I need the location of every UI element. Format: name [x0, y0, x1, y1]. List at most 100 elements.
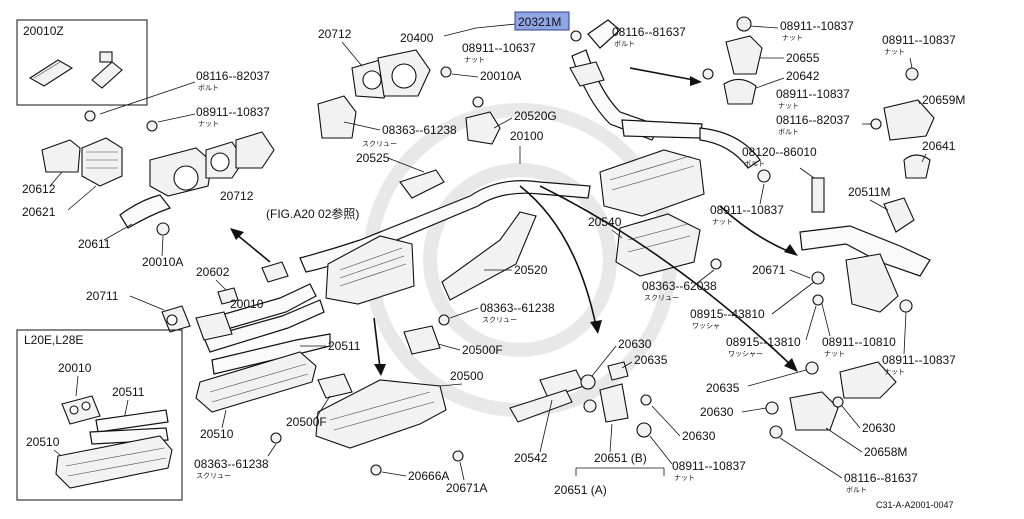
lower-mount-group	[509, 361, 652, 438]
label-20542: 20542	[514, 451, 548, 465]
sub-08120-86010: ボルト	[744, 160, 765, 168]
clamp-20010a	[569, 61, 605, 87]
label-20666a: 20666A	[408, 469, 449, 483]
label-08911-10837-d: 08911--10837	[776, 87, 850, 101]
clamp-20511m	[883, 197, 915, 233]
inset-label-20511: 20511	[112, 385, 145, 399]
screw-08363-c	[270, 432, 282, 444]
label-20520: 20520	[514, 263, 548, 277]
clamp-20651	[599, 383, 629, 423]
label-20651b: 20651 (B)	[594, 451, 647, 465]
label-20100: 20100	[510, 129, 544, 143]
bolt-08116	[84, 110, 96, 122]
shield-20525	[399, 169, 445, 199]
inset-shield	[55, 435, 173, 489]
sub-08911-10810: ナット	[824, 350, 845, 358]
nut-08911-e	[757, 169, 771, 183]
clamp-20602	[217, 287, 239, 305]
label-20655: 20655	[786, 51, 820, 65]
label-20612: 20612	[22, 182, 56, 196]
label-08911-10810: 08911--10810	[822, 335, 896, 349]
washer-20630-c	[765, 401, 779, 415]
sub-08363-61238-b: スクリュー	[482, 316, 517, 324]
sub-08363-62038: スクリュー	[644, 294, 679, 302]
bracket-20520g	[465, 111, 501, 145]
washer-08915-43810	[811, 271, 825, 285]
label-08116-81637-a: 08116--81637	[612, 25, 686, 39]
assembly-arrows	[230, 67, 798, 376]
inset-label-20010: 20010	[58, 361, 92, 375]
sub-08911-10837-f: ナット	[884, 368, 905, 376]
label-20500f-a: 20500F	[462, 343, 503, 357]
shield-20510	[195, 351, 317, 413]
label-20010: 20010	[230, 297, 264, 311]
label-20642: 20642	[786, 69, 820, 83]
label-20321m[interactable]: 20321M	[518, 15, 561, 29]
rear-pipe	[799, 225, 931, 277]
front-bracket-group	[41, 110, 275, 236]
label-20712-b: 20712	[220, 189, 254, 203]
hanger-20642	[723, 78, 757, 105]
label-20520g: 20520G	[514, 109, 557, 123]
nut-08911-10837-f	[899, 299, 913, 313]
label-20712-a: 20712	[318, 27, 352, 41]
sub-08116-82037-b: ボルト	[778, 128, 799, 136]
sub-08911-10837-d: ナット	[778, 102, 799, 110]
sensor-part	[91, 61, 123, 89]
bolt-20010a	[156, 222, 170, 236]
inset-box-20010z: 20010Z	[16, 19, 148, 106]
sub-08116-81637-a: ボルト	[614, 40, 635, 48]
label-08120-86010: 08120--86010	[742, 145, 817, 159]
tail-pipe-group	[569, 19, 761, 169]
nut-08911-g	[636, 422, 652, 438]
label-08915-13810: 08915--13810	[726, 335, 801, 349]
sub-08915-13810: ワッシャー	[728, 350, 763, 358]
washer-20630-d	[832, 396, 844, 408]
tail-tip-20321m	[587, 19, 621, 49]
sub-08116-82037-a: ボルト	[198, 84, 219, 92]
bolt-08120	[811, 177, 825, 213]
sub-08116-81637-b: ボルト	[846, 486, 867, 494]
label-20635-b: 20635	[706, 381, 740, 395]
catalyst-fig-a20	[325, 235, 415, 305]
label-20500: 20500	[450, 369, 484, 383]
label-08911-10637: 08911--10637	[462, 41, 536, 55]
bolt-08116-b	[870, 118, 882, 130]
heat-shield-20520	[441, 211, 537, 301]
label-20630-d: 20630	[862, 421, 896, 435]
label-08363-61238-c: 08363--61238	[194, 457, 269, 471]
shield-20500	[315, 379, 447, 449]
label-08911-10837-f: 08911--10837	[882, 353, 956, 367]
bolt-08116-a	[702, 68, 714, 80]
label-20630-c: 20630	[700, 405, 734, 419]
sub-08363-61238-c: スクリュー	[196, 472, 231, 480]
label-20621: 20621	[22, 205, 56, 219]
highlight-20321m[interactable]	[514, 11, 570, 31]
bolt-20671a	[452, 450, 464, 462]
upper-flange-group	[317, 49, 501, 145]
label-08116-82037-b: 08116--82037	[776, 113, 850, 127]
pipe-20511	[211, 333, 331, 375]
label-20602: 20602	[196, 265, 230, 279]
sub-08911-10837-b: ナット	[782, 34, 803, 42]
main-pipe-group	[161, 149, 705, 476]
sub-08911-10837-e: ナット	[712, 218, 733, 226]
label-20658m: 20658M	[864, 445, 907, 459]
label-20711: 20711	[86, 289, 119, 303]
flange-20010	[195, 311, 233, 341]
label-20635-a: 20635	[634, 353, 668, 367]
label-20671: 20671	[752, 263, 786, 277]
label-08116-82037-a: 08116--82037	[196, 69, 270, 83]
inset-title: L20E,L28E	[24, 333, 83, 347]
label-20400: 20400	[400, 31, 434, 45]
inset-box-l20e-l28e: L20E,L28E 20010 20511 20510	[16, 329, 183, 501]
inset-flange	[61, 395, 101, 425]
gasket-upper	[235, 131, 275, 169]
label-08911-10837-e: 08911--10837	[710, 203, 784, 217]
right-hanger-group	[615, 16, 935, 439]
label-20510-a: 20510	[200, 427, 234, 441]
nut-08911-a	[146, 120, 158, 132]
heat-shield-20540	[615, 213, 701, 277]
catalog-code: C31-A-A2001-0047	[876, 500, 954, 510]
